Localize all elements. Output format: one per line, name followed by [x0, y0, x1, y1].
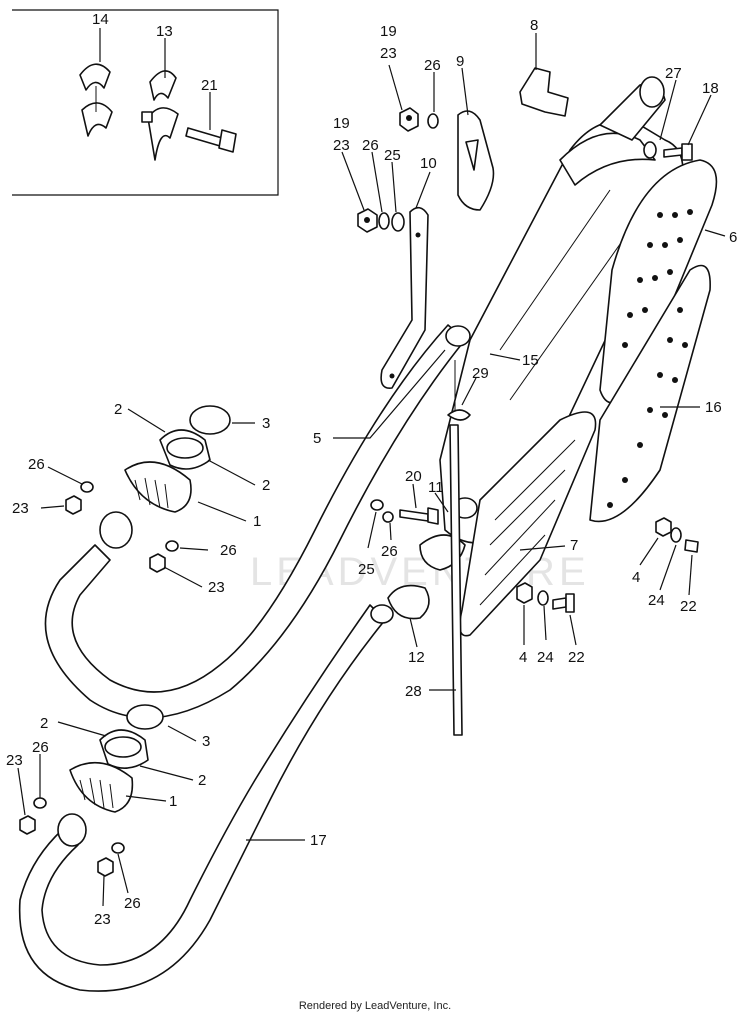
clamp-part-12	[387, 584, 430, 620]
collar-part-2-lower	[99, 729, 149, 769]
label-10: 10	[420, 155, 437, 172]
label-26-c: 26	[28, 456, 45, 473]
bracket-plate-part-9	[457, 110, 495, 211]
label-12: 12	[408, 649, 425, 666]
nut-part-23-mid	[357, 208, 378, 233]
muffler-assembly	[439, 76, 684, 544]
label-17: 17	[310, 832, 327, 849]
flange-part-1-lower	[69, 761, 134, 813]
label-6: 6	[729, 229, 737, 246]
gasket-part-3-upper	[189, 405, 231, 435]
label-8: 8	[530, 17, 538, 34]
label-23-e: 23	[6, 752, 23, 769]
heat-shield-part-16	[589, 264, 711, 523]
label-11: 11	[428, 479, 444, 496]
washer-part-26-left-2	[165, 540, 179, 552]
label-26-d: 26	[220, 542, 237, 559]
bolt-part-20	[399, 507, 439, 525]
label-29: 29	[472, 365, 489, 382]
washer-part-26-low-1	[33, 797, 47, 809]
label-26-top: 26	[424, 57, 441, 74]
nut-part-23-top	[399, 107, 419, 132]
washer-part-24-right	[670, 527, 682, 543]
exhaust-pipe-part-5	[44, 324, 471, 719]
label-1-a: 1	[253, 513, 261, 530]
label-4-a: 4	[632, 569, 640, 586]
label-2-c: 2	[40, 715, 48, 732]
label-7: 7	[570, 537, 578, 554]
label-2-b: 2	[262, 477, 270, 494]
washer-part-26-top	[427, 113, 439, 129]
rod-part-28	[449, 424, 463, 736]
nut-part-23-low-1	[19, 815, 36, 835]
strap-part-10	[380, 206, 429, 389]
label-3-b: 3	[202, 733, 210, 750]
bolt-part-21	[185, 127, 237, 153]
label-2-d: 2	[198, 772, 206, 789]
flange-part-1-upper	[124, 461, 192, 513]
washer-part-26-center	[382, 511, 394, 523]
label-1-b: 1	[169, 793, 177, 810]
nut-part-4-right	[655, 517, 672, 537]
clamp-part-14	[79, 63, 113, 137]
bolt-part-22-lower	[552, 593, 575, 613]
label-26-e: 26	[381, 543, 398, 560]
label-19-top: 19	[380, 23, 397, 40]
washer-part-27	[643, 141, 657, 159]
label-22-a: 22	[680, 598, 697, 615]
washer-part-24-lower	[537, 590, 549, 606]
label-15: 15	[522, 352, 539, 369]
nut-part-23-left-1	[65, 495, 82, 515]
label-25-c: 25	[358, 561, 375, 578]
label-21: 21	[201, 77, 218, 94]
nut-part-4-lower	[516, 582, 533, 604]
label-23-c: 23	[12, 500, 29, 517]
inset-box	[12, 9, 279, 196]
label-23-f: 23	[94, 911, 111, 928]
leader-lines	[17, 28, 726, 907]
label-16: 16	[705, 399, 722, 416]
washer-part-25-center	[370, 499, 384, 511]
clip-part-29	[447, 360, 471, 421]
exhaust-pipe-part-17	[18, 604, 394, 992]
label-23-mid: 23	[333, 137, 350, 154]
label-26-f: 26	[32, 739, 49, 756]
label-20: 20	[405, 468, 422, 485]
label-13: 13	[156, 23, 173, 40]
washer-part-26-low-2	[111, 842, 125, 854]
label-26-g: 26	[124, 895, 141, 912]
clamp-part-13	[141, 70, 179, 161]
footer-credit: Rendered by LeadVenture, Inc.	[298, 1000, 452, 1012]
label-5: 5	[313, 430, 321, 447]
washer-part-26-mid	[378, 212, 390, 230]
label-4-b: 4	[519, 649, 527, 666]
label-28: 28	[405, 683, 422, 700]
label-26-mid: 26	[362, 137, 379, 154]
label-9: 9	[456, 53, 464, 70]
bolt-part-22-right	[684, 539, 699, 553]
label-23-d: 23	[208, 579, 225, 596]
gasket-part-3-lower	[126, 704, 164, 730]
bracket-part-8	[519, 67, 569, 117]
label-19-mid: 19	[333, 115, 350, 132]
label-24-a: 24	[648, 592, 665, 609]
label-14: 14	[92, 11, 109, 28]
washer-part-26-left-1	[80, 481, 94, 493]
nut-part-23-left-2	[149, 553, 166, 573]
label-22-b: 22	[568, 649, 585, 666]
label-24-b: 24	[537, 649, 554, 666]
label-2-a: 2	[114, 401, 122, 418]
label-23-top: 23	[380, 45, 397, 62]
label-25-mid: 25	[384, 147, 401, 164]
label-18: 18	[702, 80, 719, 97]
nut-part-23-low-2	[97, 857, 114, 877]
label-3-a: 3	[262, 415, 270, 432]
part-labels: 14 13 21 19 23 26 9 8 27 18 19 23 26 25 …	[6, 11, 737, 928]
washer-part-25-mid	[391, 212, 405, 232]
bolt-part-18	[663, 143, 693, 161]
label-27: 27	[665, 65, 682, 82]
collar-part-2-upper	[159, 429, 211, 470]
